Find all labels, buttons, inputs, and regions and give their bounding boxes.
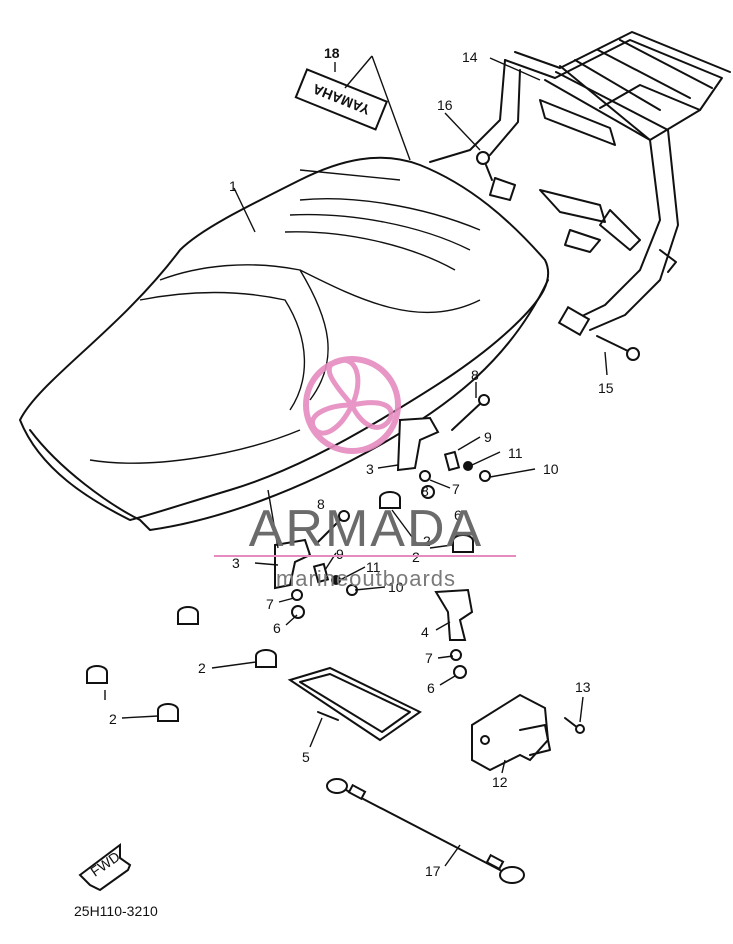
callout-3: 3 (232, 555, 240, 571)
bracket-3-upper (396, 416, 440, 472)
callout-8: 8 (421, 483, 429, 499)
callout-4: 4 (421, 624, 429, 640)
leader-lines (104, 55, 608, 867)
screw-6-right (453, 665, 467, 679)
seat (19, 156, 550, 531)
callout-2: 2 (109, 711, 117, 727)
callout-10: 10 (388, 579, 404, 595)
callout-2: 2 (198, 660, 206, 676)
callout-12: 12 (492, 774, 508, 790)
clip-7-lower (291, 589, 303, 601)
yamaha-emblem: YAMAHA (294, 68, 389, 131)
callouts: 1 2 2 2 2 3 3 4 5 6 6 6 7 7 7 8 8 8 9 9 … (109, 45, 614, 879)
washer-9-upper (443, 450, 461, 472)
bolt-13 (564, 717, 585, 734)
bolt-8-lower (317, 510, 350, 543)
helmet-cable (326, 778, 525, 884)
clip-7-right (450, 649, 462, 661)
callout-11: 11 (366, 559, 381, 575)
diagram-code: 25H110-3210 (74, 903, 158, 919)
callout-9: 9 (484, 429, 492, 445)
callout-16: 16 (437, 97, 453, 113)
bracket-3-lower (274, 538, 312, 590)
callout-6: 6 (427, 680, 435, 696)
damper-2-b (255, 649, 277, 668)
document-tray (287, 666, 422, 742)
watermark-brand: ARMADA (249, 500, 483, 558)
watermark-propeller-icon (303, 356, 401, 454)
callout-7: 7 (266, 596, 274, 612)
damper-2-upper (379, 491, 401, 509)
clip-7-upper (419, 470, 431, 482)
callout-6: 6 (273, 620, 281, 636)
watermark: ARMADA marineoutboards (214, 356, 516, 591)
bolt-16 (476, 151, 493, 181)
screw-6-lower (291, 605, 305, 619)
bracket-4 (434, 588, 474, 641)
fwd-arrow-icon: FWD (78, 843, 132, 892)
callout-5: 5 (302, 749, 310, 765)
nut-11-upper (463, 461, 473, 471)
washer-9-lower (312, 562, 330, 584)
callout-13: 13 (575, 679, 591, 695)
damper-2-right (452, 534, 474, 553)
callout-18: 18 (324, 45, 340, 61)
callout-1: 1 (229, 178, 237, 194)
callout-7: 7 (452, 481, 460, 497)
nut-11-lower (331, 575, 341, 585)
bolt-15 (596, 335, 640, 361)
callout-8: 8 (317, 496, 325, 512)
callout-2: 2 (423, 533, 431, 549)
watermark-tagline: marineoutboards (276, 566, 456, 591)
rear-carrier (429, 31, 731, 337)
callout-11: 11 (508, 445, 523, 461)
callout-15: 15 (598, 380, 614, 396)
callout-7: 7 (425, 650, 433, 666)
damper-2-a (177, 606, 199, 625)
callout-17: 17 (425, 863, 441, 879)
callout-6: 6 (454, 507, 462, 523)
damper-2-d (157, 703, 179, 722)
bolt-10-upper (479, 470, 491, 482)
damper-2-c (86, 665, 108, 684)
callout-9: 9 (336, 546, 344, 562)
screw-6-upper (421, 485, 435, 499)
callout-3: 3 (366, 461, 374, 477)
callout-10: 10 (543, 461, 559, 477)
bolt-8-upper (451, 394, 490, 431)
callout-14: 14 (462, 49, 478, 65)
callout-8: 8 (471, 367, 479, 383)
seat-lock (471, 693, 551, 772)
